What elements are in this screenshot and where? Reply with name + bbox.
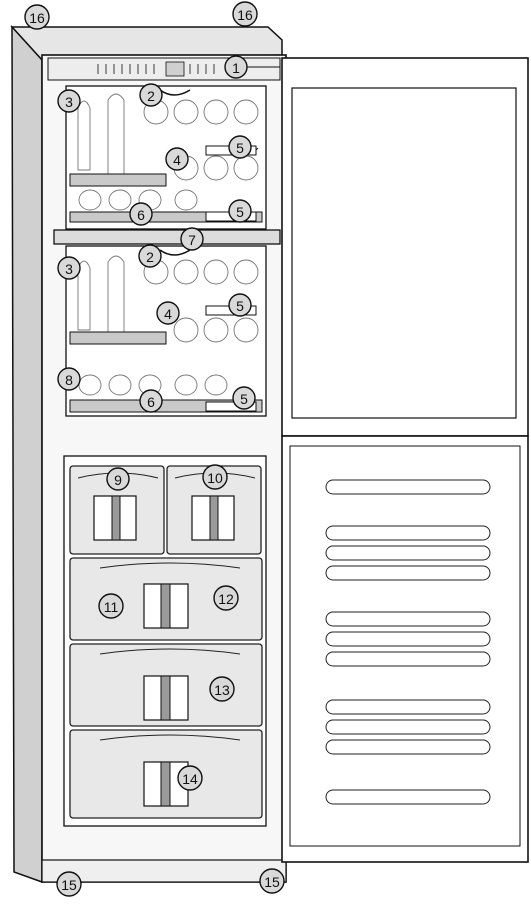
- callout-label: 1: [232, 60, 240, 76]
- callout-label: 15: [61, 877, 77, 893]
- callout-label: 11: [104, 599, 119, 615]
- callout-11: 11: [99, 594, 123, 618]
- callout-label: 4: [173, 152, 181, 168]
- callout-15: 15: [260, 869, 284, 893]
- callout-label: 8: [65, 372, 73, 388]
- callout-label: 16: [237, 7, 253, 23]
- callout-label: 10: [207, 470, 223, 486]
- callout-label: 5: [240, 391, 248, 407]
- callout-label: 5: [236, 140, 244, 156]
- callout-5: 5: [229, 136, 251, 158]
- cabinet-side-panel: [12, 27, 42, 882]
- callout-label: 15: [264, 874, 280, 890]
- glass-divider-shelf: [54, 230, 280, 244]
- callout-6: 6: [140, 390, 162, 412]
- wine-shelf-lower: [70, 332, 166, 344]
- callout-label: 12: [218, 591, 234, 607]
- callout-3: 3: [58, 90, 80, 112]
- callout-2: 2: [139, 245, 161, 267]
- callout-label: 4: [164, 306, 172, 322]
- wine-shelf-upper: [70, 174, 166, 186]
- callout-label: 2: [147, 88, 155, 104]
- callout-5: 5: [233, 387, 255, 409]
- callout-label: 5: [236, 204, 244, 220]
- callout-label: 9: [114, 472, 122, 488]
- callout-7: 7: [181, 228, 203, 250]
- callout-13: 13: [210, 677, 234, 701]
- freezer-door: [282, 436, 528, 862]
- callout-label: 3: [65, 94, 73, 110]
- callout-label: 16: [29, 10, 45, 26]
- callout-label: 3: [65, 261, 73, 277]
- callout-label: 13: [214, 682, 230, 698]
- callout-label: 14: [182, 771, 198, 787]
- callout-label: 6: [147, 394, 155, 410]
- callout-15: 15: [57, 872, 81, 896]
- callout-16: 16: [233, 2, 257, 26]
- callout-label: 6: [137, 207, 145, 223]
- callout-1: 1: [225, 56, 247, 78]
- callout-5: 5: [229, 294, 251, 316]
- callout-label: 5: [236, 298, 244, 314]
- callout-9: 9: [107, 468, 129, 490]
- callout-2: 2: [140, 84, 162, 106]
- callout-label: 2: [146, 249, 154, 265]
- wine-door: [282, 58, 528, 436]
- callout-8: 8: [58, 368, 80, 390]
- callout-14: 14: [178, 766, 202, 790]
- callout-16: 16: [25, 5, 49, 29]
- callout-label: 7: [188, 232, 196, 248]
- callout-10: 10: [203, 465, 227, 489]
- callout-6: 6: [130, 203, 152, 225]
- callout-4: 4: [157, 302, 179, 324]
- callout-4: 4: [166, 148, 188, 170]
- callout-12: 12: [214, 586, 238, 610]
- callout-5: 5: [229, 200, 251, 222]
- callout-3: 3: [58, 257, 80, 279]
